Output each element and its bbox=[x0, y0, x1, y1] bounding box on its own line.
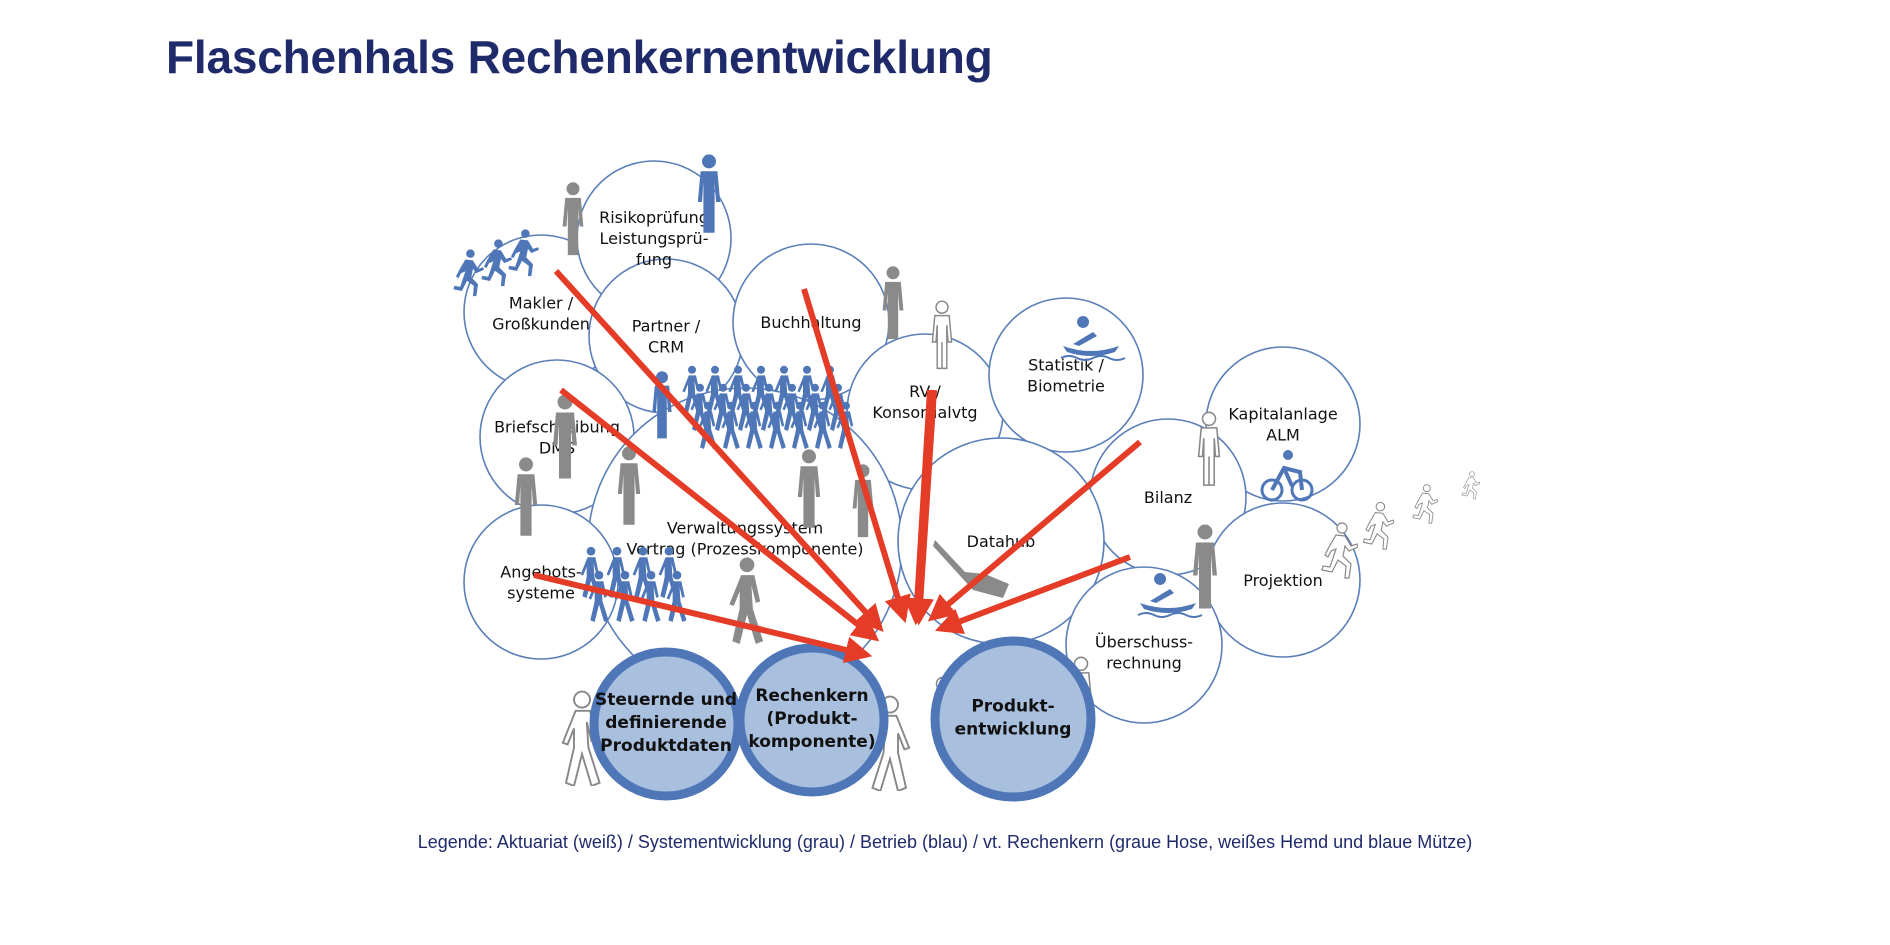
bubble-label-rv: Konsortialvtg bbox=[872, 403, 977, 422]
arrow bbox=[927, 439, 1142, 622]
bubble-label-risiko: fung bbox=[636, 250, 672, 269]
bubble-label-partner: CRM bbox=[648, 338, 684, 357]
runner-icon bbox=[1461, 471, 1480, 500]
arrows-layer bbox=[533, 268, 1142, 664]
bubble-label-angebot: Angebots- bbox=[500, 563, 581, 582]
bubble-label-kapitalanlage: Kapitalanlage bbox=[1228, 405, 1337, 424]
runner-icon bbox=[1362, 501, 1394, 550]
core-produktentwicklung bbox=[930, 636, 1096, 802]
bubble-statistik bbox=[988, 297, 1144, 453]
legend-text: Legende: Aktuariat (weiß) / Systementwic… bbox=[417, 832, 1473, 852]
core-label-produktentwicklung: entwicklung bbox=[955, 720, 1072, 740]
bubble-label-risiko: Leistungsprü- bbox=[600, 229, 709, 248]
core-rechenkern bbox=[735, 643, 889, 797]
arrow bbox=[934, 554, 1132, 634]
arrow bbox=[553, 268, 884, 632]
core-label-rechenkern: komponente) bbox=[748, 732, 875, 752]
arrow bbox=[906, 389, 937, 626]
bubble-ueberschuss bbox=[1065, 566, 1223, 724]
canoe-icon bbox=[1060, 355, 1126, 361]
bubble-label-makler: Makler / bbox=[509, 294, 574, 313]
arrow bbox=[801, 288, 911, 624]
bubble-label-projektion: Projektion bbox=[1243, 571, 1323, 590]
bubble-label-partner: Partner / bbox=[632, 317, 701, 336]
bubble-label-bilanz: Bilanz bbox=[1144, 488, 1192, 507]
core-label-produktdaten: definierende bbox=[605, 713, 726, 733]
canoe-icon bbox=[1137, 612, 1203, 618]
bubble-label-risiko: Risikoprüfung bbox=[599, 208, 709, 227]
figures-layer bbox=[453, 154, 1480, 791]
cyclist-icon bbox=[1260, 450, 1314, 502]
bubble-label-makler: Großkunden bbox=[492, 315, 590, 334]
core-label-produktdaten: Steuernde und bbox=[595, 690, 737, 710]
core-label-produktdaten: Produktdaten bbox=[600, 736, 732, 756]
bubble-label-angebot: systeme bbox=[507, 584, 575, 603]
core-label-produktentwicklung: Produkt- bbox=[971, 697, 1054, 717]
arrow bbox=[533, 572, 873, 664]
bubble-label-buchhaltung: Buchhaltung bbox=[760, 313, 861, 332]
bubble-label-ueberschuss: rechnung bbox=[1106, 654, 1182, 673]
page-title: Flaschenhals Rechenkernentwicklung bbox=[166, 31, 993, 83]
runner-icon bbox=[1412, 484, 1438, 524]
diver-icon bbox=[933, 540, 1009, 598]
bubble-label-verwaltung: Vertrag (Prozesskomponente) bbox=[626, 540, 863, 559]
arrow bbox=[903, 389, 933, 626]
canoe-icon bbox=[1140, 573, 1196, 613]
bubble-label-ueberschuss: Überschuss- bbox=[1095, 633, 1193, 652]
bubble-label-kapitalanlage: ALM bbox=[1266, 426, 1300, 445]
arrow bbox=[559, 387, 880, 642]
canoe-icon bbox=[1063, 316, 1119, 356]
bubbles-layer: Makler / Großkunden RisikoprüfungLeistungs… bbox=[463, 160, 1361, 724]
bubble-label-statistik: Biometrie bbox=[1027, 377, 1105, 396]
core-label-rechenkern: Rechenkern bbox=[755, 686, 868, 706]
core-label-rechenkern: (Produkt- bbox=[766, 709, 857, 729]
